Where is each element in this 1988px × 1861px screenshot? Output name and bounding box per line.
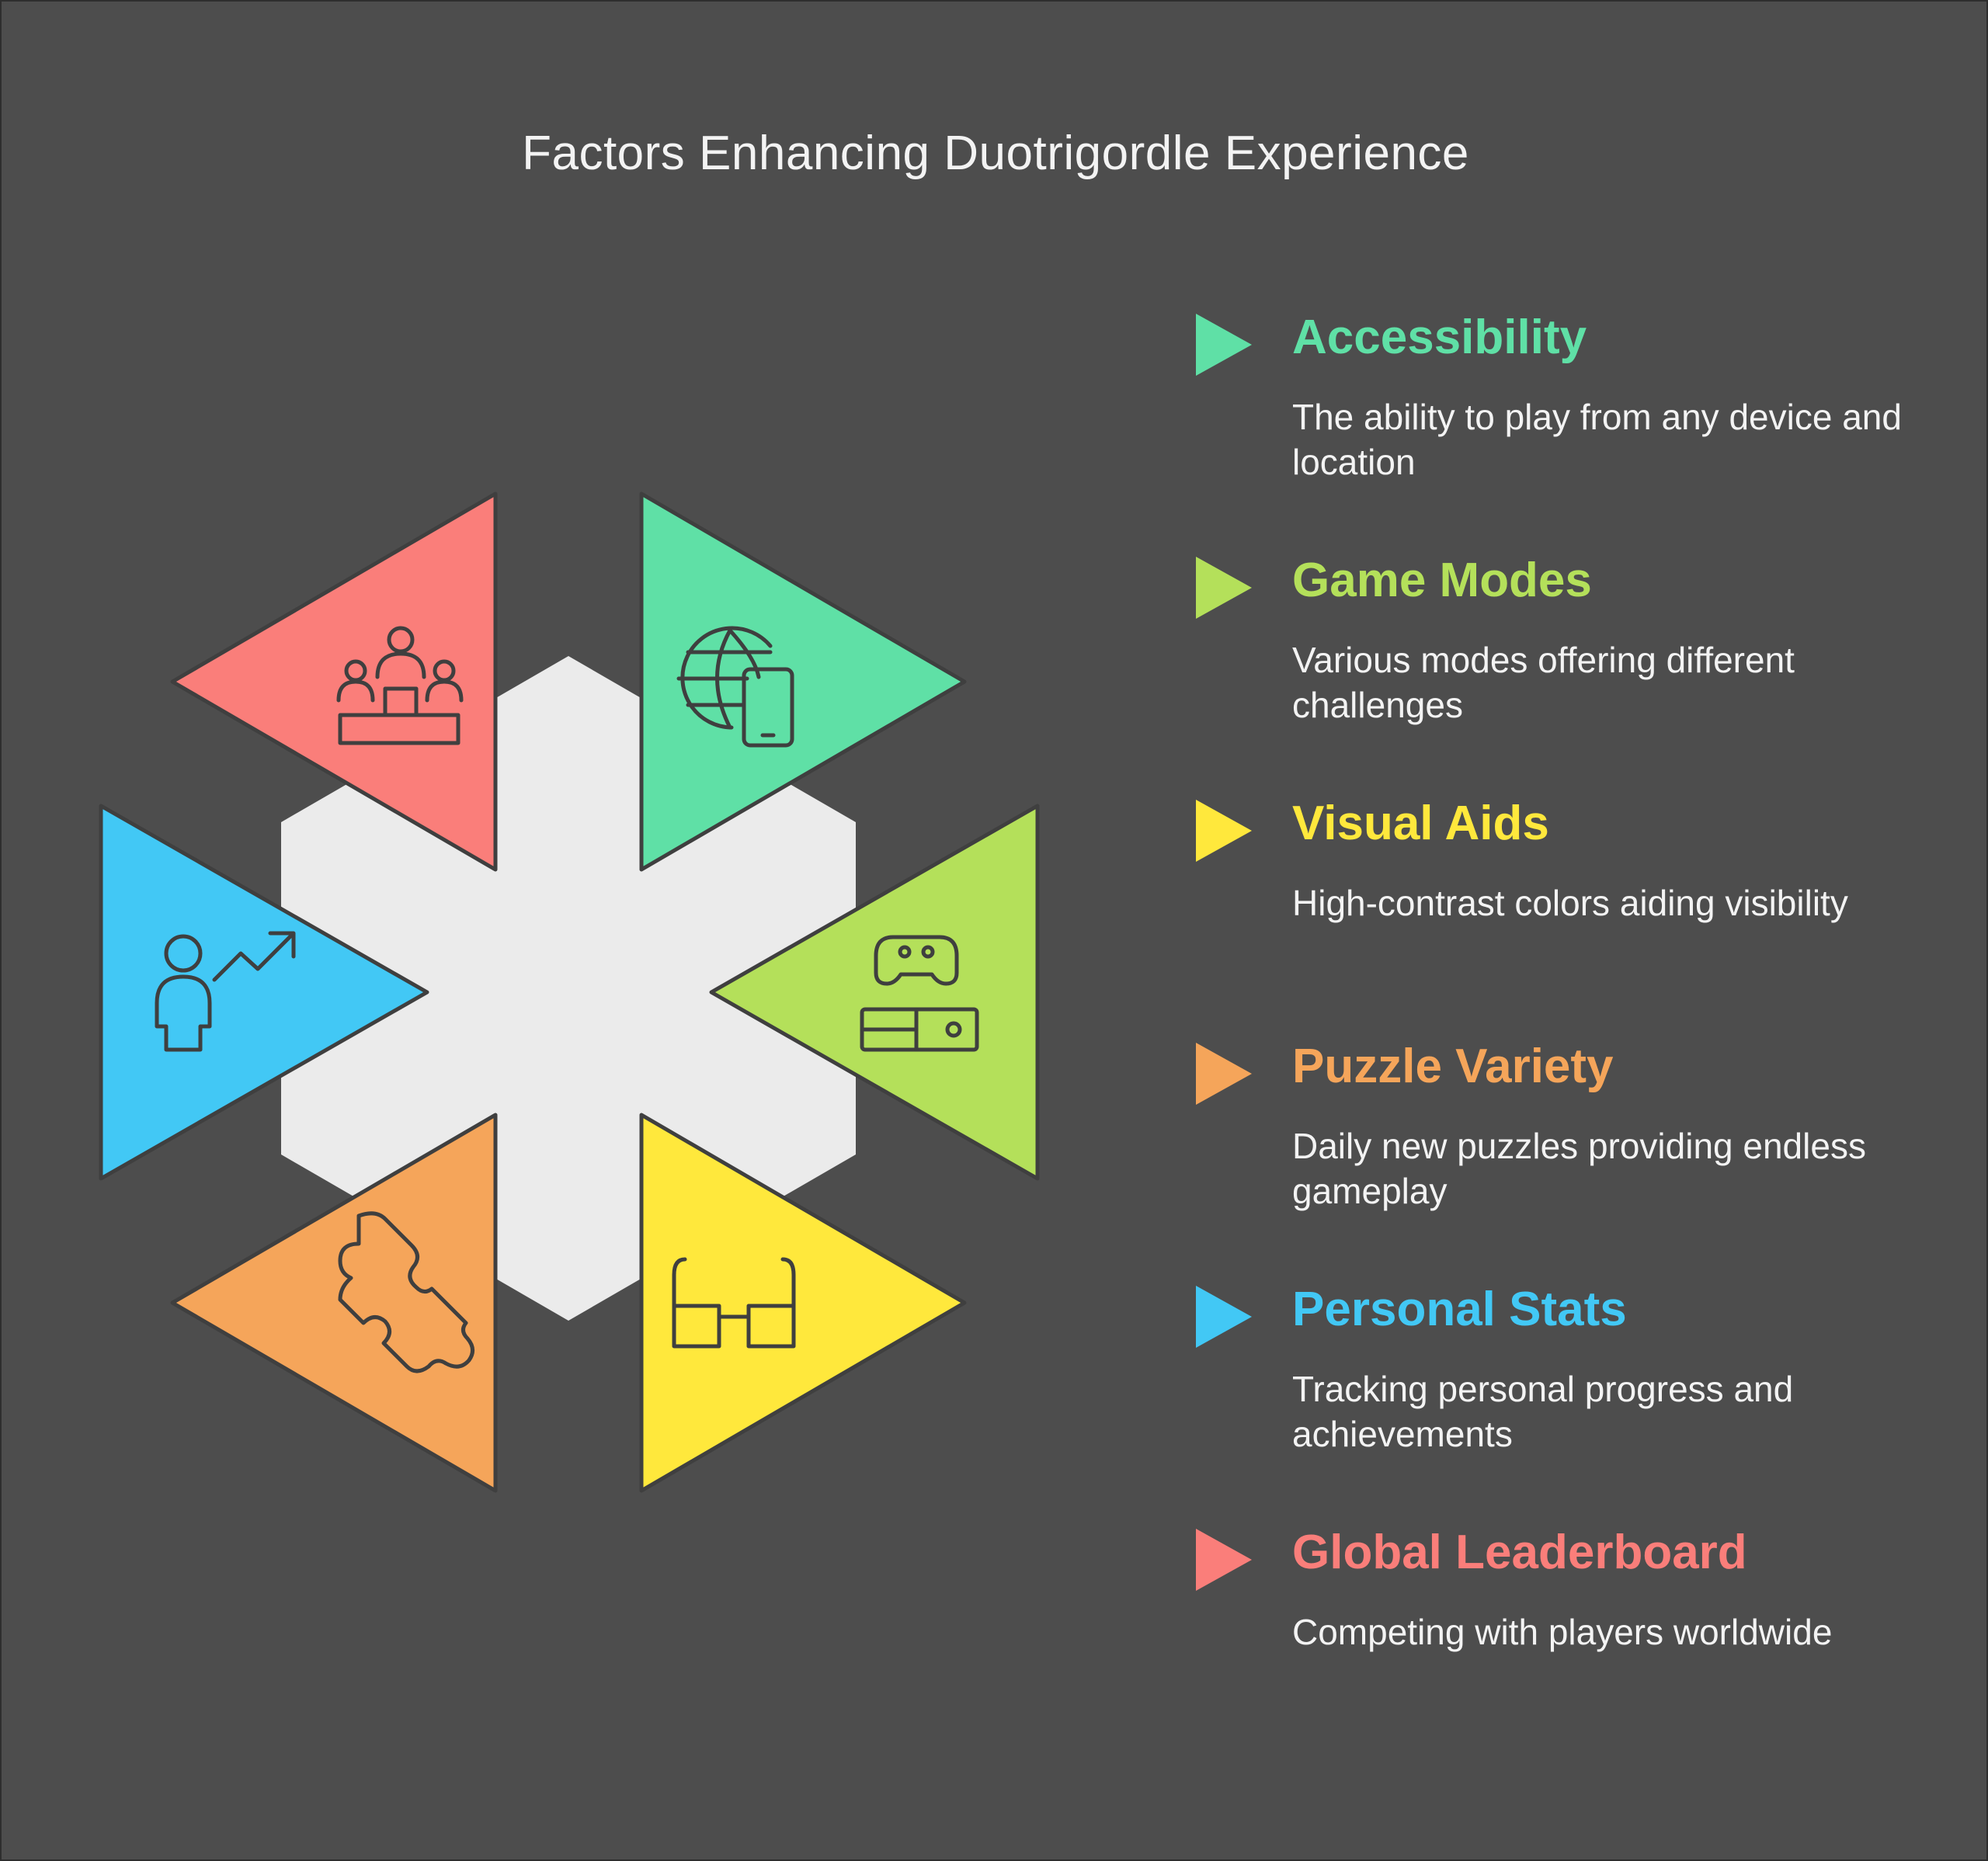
- triangle-marker-icon: [1196, 1529, 1252, 1591]
- podium-icon: [336, 626, 464, 745]
- list-item-personal-stats: Personal Stats Tracking personal progres…: [1196, 1269, 1972, 1502]
- item-title: Accessibility: [1292, 311, 1587, 364]
- item-title: Game Modes: [1292, 554, 1592, 607]
- game-console-icon: [860, 935, 979, 1052]
- person-growth-icon: [155, 931, 296, 1052]
- list-item-visual-aids: Visual Aids High-contrast colors aiding …: [1196, 783, 1972, 1016]
- diagram-title: Factors Enhancing Duotrigordle Experienc…: [522, 127, 1469, 180]
- list-item-global-leaderboard: Global Leaderboard Competing with player…: [1196, 1512, 1972, 1745]
- segment-puzzle-variety: [170, 1113, 498, 1493]
- triangle-marker-icon: [1196, 1286, 1252, 1348]
- triangle-marker-icon: [1196, 314, 1252, 376]
- list-item-accessibility: Accessibility The ability to play from a…: [1196, 297, 1972, 529]
- item-description: Competing with players worldwide: [1292, 1612, 1833, 1652]
- segment-accessibility: [639, 491, 967, 872]
- triangle-marker-icon: [1196, 800, 1252, 862]
- item-description: High-contrast colors aiding visibility: [1292, 883, 1848, 923]
- item-description: The ability to play from any device and …: [1292, 397, 1902, 482]
- glasses-icon: [672, 1257, 796, 1349]
- list-item-game-modes: Game Modes Various modes offering differ…: [1196, 540, 1972, 773]
- segment-game-modes: [709, 804, 1040, 1181]
- item-title: Puzzle Variety: [1292, 1040, 1614, 1093]
- list-item-puzzle-variety: Puzzle Variety Daily new puzzles providi…: [1196, 1026, 1972, 1259]
- item-description: Various modes offering different challen…: [1292, 640, 1795, 725]
- triangle-marker-icon: [1196, 1043, 1252, 1105]
- item-description: Daily new puzzles providing endless game…: [1292, 1126, 1866, 1211]
- item-title: Global Leaderboard: [1292, 1526, 1747, 1579]
- segment-global-leaderboard: [170, 491, 498, 872]
- item-description: Tracking personal progress and achieveme…: [1292, 1369, 1794, 1454]
- puzzle-piece-icon: [338, 1211, 474, 1373]
- item-title: Personal Stats: [1292, 1283, 1627, 1336]
- globe-mobile-icon: [676, 626, 794, 748]
- segment-visual-aids: [639, 1113, 967, 1493]
- triangle-marker-icon: [1196, 557, 1252, 619]
- item-title: Visual Aids: [1292, 797, 1549, 850]
- segment-personal-stats: [99, 804, 429, 1181]
- hexagon-diagram: [99, 491, 1040, 1493]
